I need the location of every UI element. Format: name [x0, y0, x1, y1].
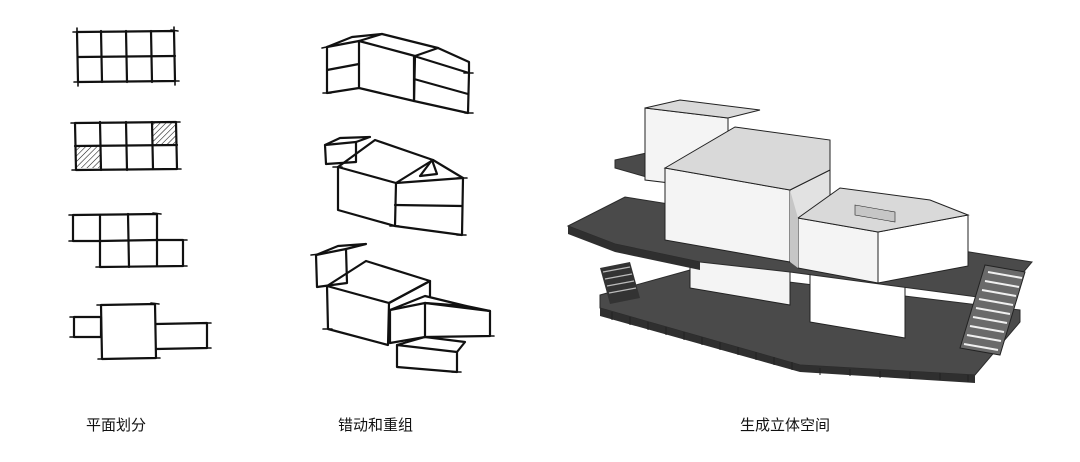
iso-sketch-shifted: [323, 135, 468, 237]
caption-shift-recombine: 错动和重组: [338, 416, 414, 434]
plan-sketch-recomposed: [69, 302, 212, 361]
model-3d: [566, 99, 1033, 383]
central-box-top: [663, 126, 831, 191]
caption-3d-space: 生成立体空间: [740, 416, 831, 434]
plan-sketch-shifted: [68, 212, 188, 269]
stair-left: [600, 262, 640, 304]
stair-right: [959, 264, 1026, 356]
caption-plane-division: 平面划分: [86, 416, 147, 434]
plan-sketch-grid-hatched: [70, 120, 182, 172]
iso-sketch-row: [321, 32, 474, 115]
iso-sketch-recomposed: [310, 242, 495, 374]
plan-sketch-grid-full: [72, 26, 180, 87]
